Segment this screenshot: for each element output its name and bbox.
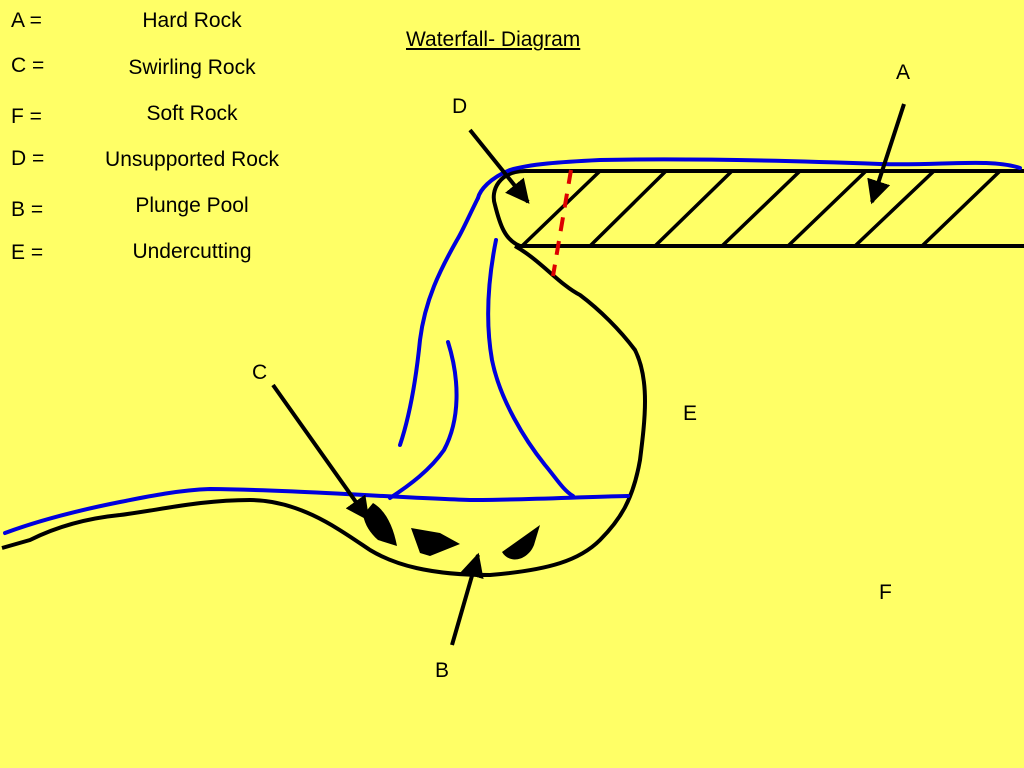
key-letter-f: F = xyxy=(11,105,42,128)
arrows xyxy=(271,103,906,646)
label-a: A xyxy=(896,61,911,84)
key-value-unsupported-rock: Unsupported Rock xyxy=(105,148,279,171)
water-lines xyxy=(3,157,1022,535)
key-letter-e: E = xyxy=(11,241,44,264)
falling-water-inner xyxy=(486,238,575,498)
soft-rock-profile xyxy=(1,244,647,577)
key-value-undercutting: Undercutting xyxy=(132,240,252,263)
dashed-red-line xyxy=(551,169,573,277)
falling-water-middle xyxy=(388,340,459,500)
arrow-a xyxy=(867,103,906,205)
label-d: D xyxy=(452,95,468,118)
hard-rock-layer xyxy=(491,169,1024,248)
key-letter-d: D = xyxy=(11,147,45,170)
arrow-d xyxy=(468,128,530,204)
key-letter-b: B = xyxy=(11,198,44,221)
key-letter-a: A = xyxy=(11,9,42,32)
key-value-hard-rock: Hard Rock xyxy=(142,9,242,32)
hatch-lines xyxy=(520,169,1002,248)
arrow-b xyxy=(450,552,484,646)
diagram-title: Waterfall- Diagram xyxy=(406,28,581,51)
river-surface-bottom xyxy=(3,486,630,535)
arrow-c xyxy=(271,383,370,521)
label-c: C xyxy=(252,361,268,384)
key-value-soft-rock: Soft Rock xyxy=(146,102,238,125)
falling-water-outer xyxy=(398,196,480,447)
label-e: E xyxy=(683,402,698,425)
key-value-swirling-rock: Swirling Rock xyxy=(128,56,256,79)
label-b: B xyxy=(435,659,450,682)
rock-3 xyxy=(502,525,540,560)
river-surface-top xyxy=(476,157,1022,200)
swirling-rocks xyxy=(363,503,540,560)
key-value-plunge-pool: Plunge Pool xyxy=(135,194,249,217)
rock-2 xyxy=(411,528,460,556)
label-f: F xyxy=(879,581,892,604)
key-letter-c: C = xyxy=(11,54,45,77)
rock-1 xyxy=(363,503,397,546)
